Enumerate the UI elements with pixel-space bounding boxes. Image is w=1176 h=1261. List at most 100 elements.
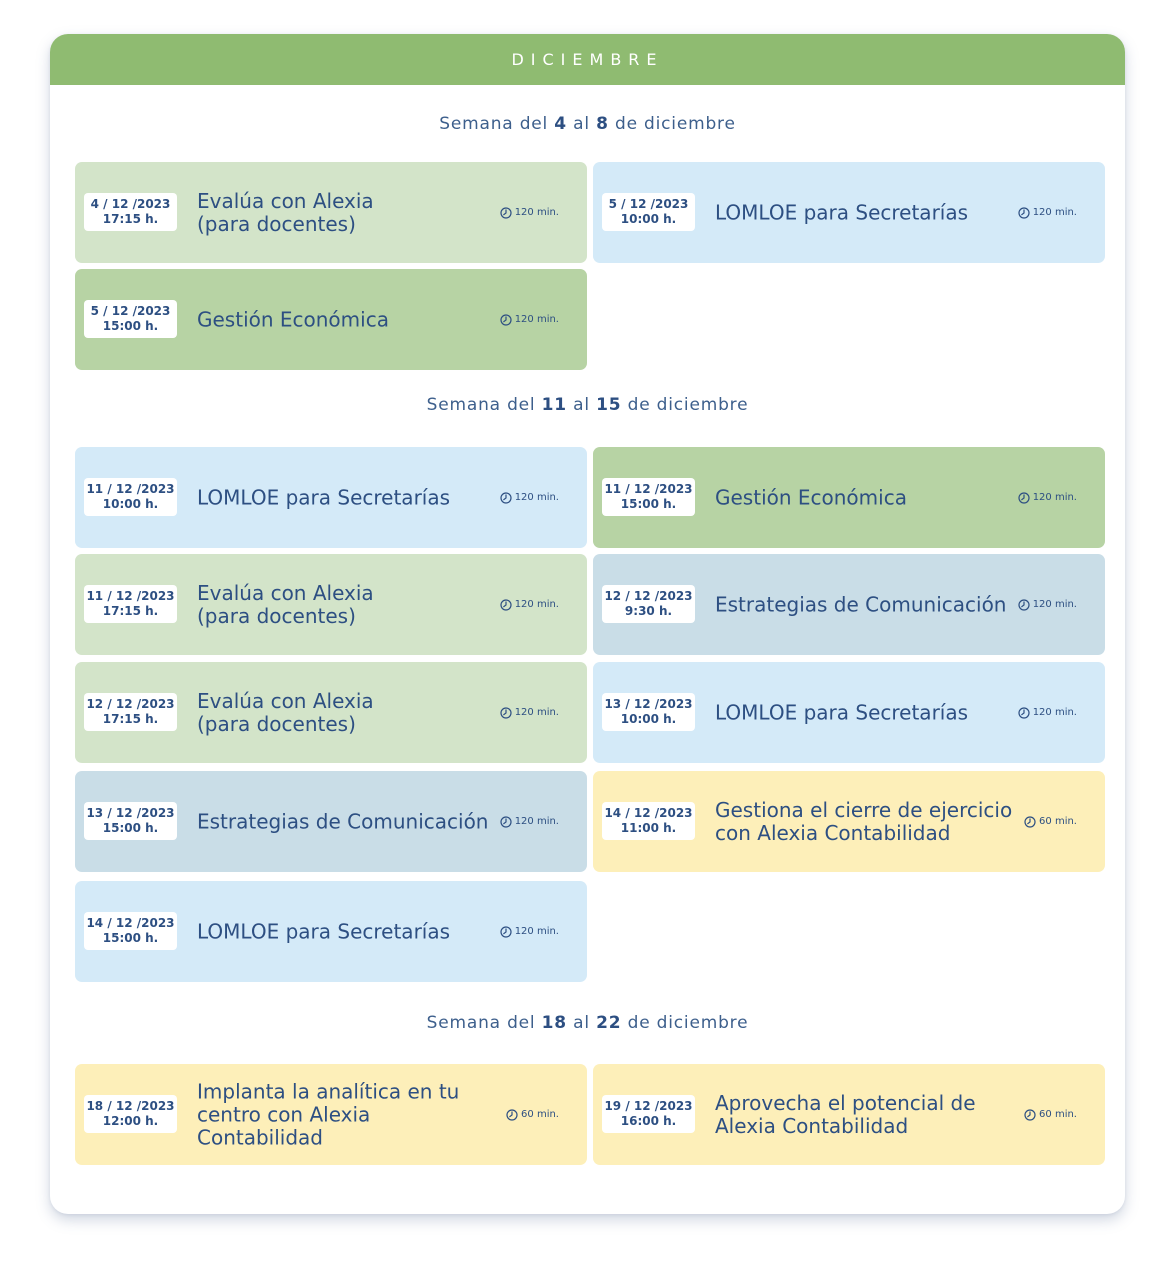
event-date-badge: 12 / 12 /2023 17:15 h. [84,693,177,731]
event-title: Estrategias de Comunicación [715,593,1015,616]
week-connector: al [573,1013,590,1033]
clock-icon [1024,815,1036,828]
event-time: 15:00 h. [620,497,677,511]
event-date: 12 / 12 /2023 [86,697,175,711]
event-card[interactable]: 14 / 12 /2023 15:00 h. LOMLOE para Secre… [75,881,587,982]
event-card[interactable]: 18 / 12 /2023 12:00 h. Implanta la analí… [75,1064,587,1165]
event-duration-label: 120 min. [514,492,559,503]
event-date-badge: 13 / 12 /2023 10:00 h. [602,693,695,731]
event-date-badge: 14 / 12 /2023 15:00 h. [84,912,177,950]
event-duration-label: 120 min. [514,707,559,718]
event-card[interactable]: 14 / 12 /2023 11:00 h. Gestiona el cierr… [593,771,1105,872]
event-duration-label: 120 min. [514,207,559,218]
event-title: Gestión Económica [197,308,497,331]
event-duration-label: 120 min. [1032,492,1077,503]
event-title-line: LOMLOE para Secretarías [197,485,451,509]
event-title: Evalúa con Alexia(para docentes) [197,580,497,628]
event-card[interactable]: 11 / 12 /2023 10:00 h. LOMLOE para Secre… [75,447,587,548]
event-date: 4 / 12 /2023 [90,197,171,211]
event-title-line: (para docentes) [197,211,356,236]
week-start-day: 4 [554,114,567,134]
event-card[interactable]: 4 / 12 /2023 17:15 h. Evalúa con Alexia(… [75,162,587,263]
event-date-badge: 14 / 12 /2023 11:00 h. [602,802,695,840]
clock-icon [500,706,512,719]
event-title-line: Estrategias de Comunicación [197,809,489,833]
clock-icon [500,313,512,326]
week-suffix: de diciembre [627,1013,749,1033]
event-title-line: con Alexia Contabilidad [715,820,951,845]
event-title-line: LOMLOE para Secretarías [715,700,969,724]
week-start-day: 11 [541,395,567,415]
event-title-line: Gestión Económica [197,307,389,331]
event-duration: 120 min. [500,598,559,611]
clock-icon [506,1108,518,1121]
event-date: 5 / 12 /2023 [608,197,689,211]
clock-icon [1018,491,1030,504]
event-card[interactable]: 5 / 12 /2023 15:00 h. Gestión Económica … [75,269,587,370]
event-title-line: Gestiona el cierre de ejercicio [715,797,1013,822]
event-duration: 120 min. [500,491,559,504]
event-card[interactable]: 19 / 12 /2023 16:00 h. Aprovecha el pote… [593,1064,1105,1165]
event-date-badge: 5 / 12 /2023 15:00 h. [84,300,177,338]
event-duration: 120 min. [1018,706,1077,719]
event-date-badge: 5 / 12 /2023 10:00 h. [602,193,695,231]
event-card[interactable]: 11 / 12 /2023 17:15 h. Evalúa con Alexia… [75,554,587,655]
event-title-line: Estrategias de Comunicación [715,592,1007,616]
event-date-badge: 11 / 12 /2023 15:00 h. [602,478,695,516]
event-duration: 60 min. [1024,815,1077,828]
event-duration-label: 120 min. [514,926,559,937]
event-title-line: LOMLOE para Secretarías [197,919,451,943]
month-title: DICIEMBRE [511,50,664,69]
week-title-3: Semana del 18 al 22 de diciembre [50,1013,1125,1033]
event-date-badge: 12 / 12 /2023 9:30 h. [602,585,695,623]
event-title: Evalúa con Alexia(para docentes) [197,688,497,736]
event-time: 17:15 h. [102,212,159,226]
clock-icon [1024,1108,1036,1121]
event-title-line: Implanta la analítica en tu [197,1079,460,1103]
event-date-badge: 18 / 12 /2023 12:00 h. [84,1095,177,1133]
event-title: LOMLOE para Secretarías [197,920,497,943]
event-title-line: (para docentes) [197,711,356,736]
month-header: DICIEMBRE [50,34,1125,85]
event-title-line: LOMLOE para Secretarías [715,200,969,224]
event-time: 9:30 h. [624,604,673,618]
event-duration-label: 120 min. [514,314,559,325]
event-date: 18 / 12 /2023 [86,1099,175,1113]
event-time: 10:00 h. [620,212,677,226]
event-time: 10:00 h. [102,497,159,511]
event-card[interactable]: 13 / 12 /2023 10:00 h. LOMLOE para Secre… [593,662,1105,763]
event-card[interactable]: 12 / 12 /2023 9:30 h. Estrategias de Com… [593,554,1105,655]
event-duration: 120 min. [500,815,559,828]
event-duration: 120 min. [500,313,559,326]
event-card[interactable]: 12 / 12 /2023 17:15 h. Evalúa con Alexia… [75,662,587,763]
event-time: 11:00 h. [620,821,677,835]
event-duration: 120 min. [500,706,559,719]
event-title-line: Evalúa con Alexia [197,580,374,605]
week-suffix: de diciembre [627,395,749,415]
week-connector: al [573,114,590,134]
event-time: 12:00 h. [102,1114,159,1128]
event-card[interactable]: 13 / 12 /2023 15:00 h. Estrategias de Co… [75,771,587,872]
event-time: 17:15 h. [102,604,159,618]
event-title: Estrategias de Comunicación [197,810,497,833]
event-title-line: Evalúa con Alexia [197,188,374,213]
event-card[interactable]: 11 / 12 /2023 15:00 h. Gestión Económica… [593,447,1105,548]
week-suffix: de diciembre [614,114,736,134]
event-duration-label: 60 min. [521,1109,559,1120]
event-duration: 120 min. [500,206,559,219]
event-date-badge: 13 / 12 /2023 15:00 h. [84,802,177,840]
clock-icon [500,598,512,611]
event-date: 14 / 12 /2023 [86,916,175,930]
clock-icon [500,491,512,504]
clock-icon [1018,598,1030,611]
week-connector: al [573,395,590,415]
event-title-line: Aprovecha el potencial de [715,1090,976,1115]
event-date: 11 / 12 /2023 [604,482,693,496]
week-end-day: 15 [596,395,622,415]
event-card[interactable]: 5 / 12 /2023 10:00 h. LOMLOE para Secret… [593,162,1105,263]
event-duration-label: 120 min. [514,816,559,827]
event-title-line: Evalúa con Alexia [197,688,374,713]
event-date-badge: 19 / 12 /2023 16:00 h. [602,1095,695,1133]
week-end-day: 22 [596,1013,622,1033]
